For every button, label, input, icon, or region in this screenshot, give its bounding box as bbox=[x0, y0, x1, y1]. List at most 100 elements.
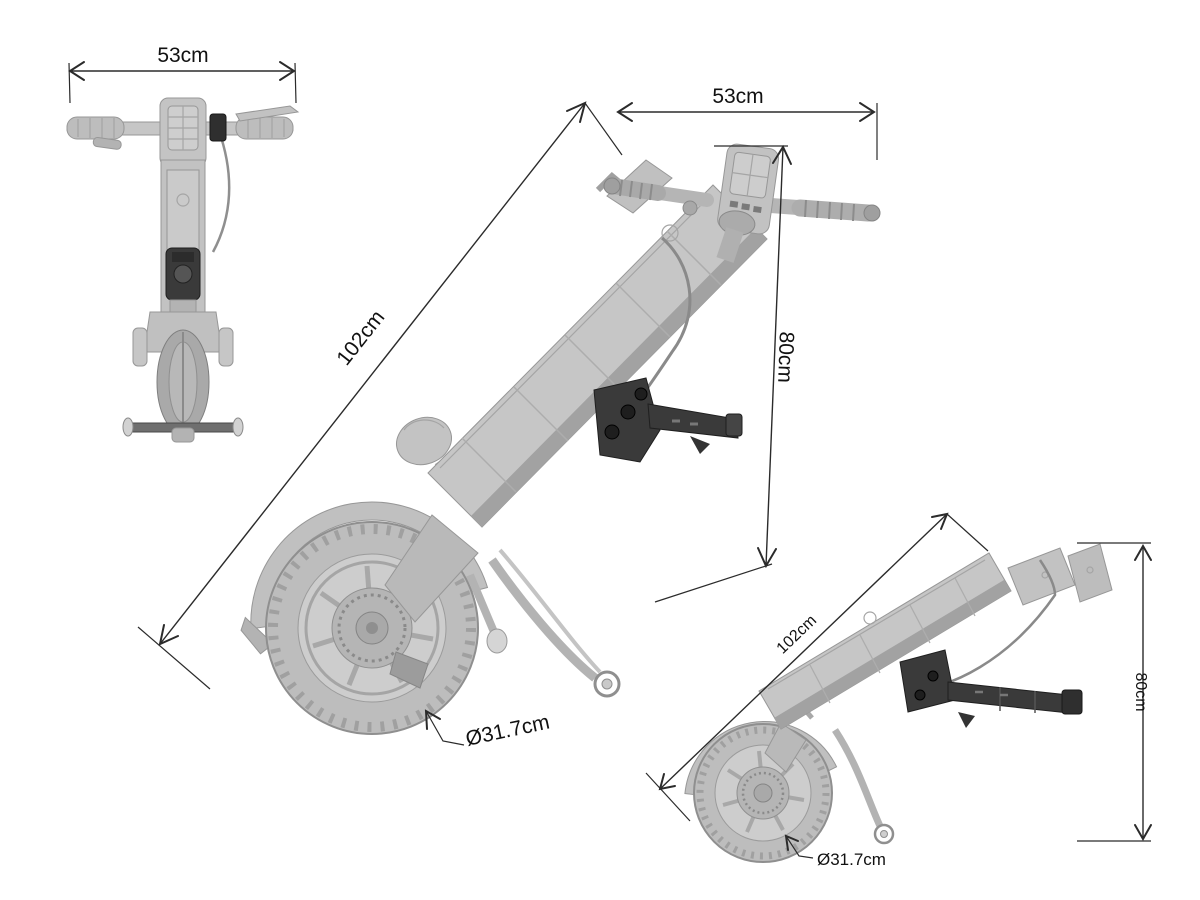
leader-line bbox=[425, 710, 465, 746]
handlebar-assembly bbox=[603, 143, 881, 263]
tire-tread bbox=[268, 524, 476, 732]
witness-line bbox=[584, 102, 623, 156]
arrowhead bbox=[931, 512, 949, 530]
headlight-body bbox=[396, 416, 452, 466]
boom-rungs bbox=[461, 230, 722, 493]
rim-ring bbox=[304, 560, 440, 696]
boom-frame bbox=[427, 184, 768, 528]
tire-tread bbox=[696, 726, 830, 860]
stand-caster-hub bbox=[601, 678, 613, 690]
dim-label-102cm: 102cm bbox=[332, 306, 389, 370]
disc-holes bbox=[337, 593, 407, 663]
arrowhead bbox=[158, 624, 179, 646]
right-caster bbox=[232, 417, 244, 437]
dim-main-handlebar-width: 53cm bbox=[616, 85, 878, 160]
boom-shade-stripe bbox=[774, 580, 1011, 729]
bolt bbox=[604, 424, 620, 440]
fork bbox=[384, 514, 479, 623]
arrowhead bbox=[757, 547, 777, 569]
witness-line bbox=[68, 62, 71, 104]
dim-label-80cm: 80cm bbox=[773, 331, 798, 383]
motor-cap bbox=[172, 252, 194, 262]
dimension-line bbox=[765, 146, 784, 567]
boom-frame bbox=[758, 552, 1012, 730]
arrowhead bbox=[784, 834, 799, 851]
brake-cable bbox=[211, 136, 231, 253]
bracket-plate bbox=[1007, 547, 1076, 606]
hitch-connector bbox=[593, 377, 743, 463]
hitch-notches bbox=[999, 687, 1036, 713]
kickstand bbox=[832, 728, 895, 845]
hitch-end bbox=[1061, 689, 1083, 715]
fender-flap bbox=[240, 616, 275, 655]
witness-line bbox=[946, 513, 989, 552]
stand-leg-left bbox=[466, 573, 498, 634]
boom-emblem bbox=[863, 611, 877, 625]
button bbox=[729, 200, 739, 208]
hitch-arm bbox=[947, 681, 1079, 715]
bolt bbox=[927, 670, 939, 682]
dim-label-80cm: 80cm bbox=[1132, 672, 1149, 711]
main-view-scooter bbox=[240, 143, 881, 735]
dim-label-wheel: Ø31.7cm bbox=[817, 850, 886, 869]
spokes bbox=[722, 750, 805, 833]
bracket-screw bbox=[1086, 566, 1094, 574]
boom-body bbox=[427, 184, 768, 528]
stand-leg-right bbox=[488, 557, 598, 682]
top-view: 53cm bbox=[66, 44, 300, 443]
hitch-hook bbox=[690, 436, 710, 454]
disc-holes bbox=[741, 771, 785, 815]
display-grid bbox=[732, 154, 768, 197]
boom-edge-line bbox=[767, 559, 986, 690]
left-brake-lever bbox=[92, 137, 122, 150]
left-grip bbox=[66, 116, 125, 140]
bolt bbox=[914, 689, 926, 701]
bell bbox=[682, 200, 698, 216]
arrowhead bbox=[658, 773, 676, 791]
main-view: 102cm 53cm 80cm Ø31.7cm bbox=[137, 85, 881, 751]
arrowhead bbox=[1134, 543, 1152, 561]
side-view: 102cm 80cm Ø31.7cm bbox=[645, 512, 1152, 869]
right-grip-ribs bbox=[804, 199, 855, 222]
steer-column bbox=[716, 227, 744, 263]
witness-line bbox=[645, 772, 691, 822]
side-view-scooter bbox=[684, 543, 1113, 863]
dim-label-wheel: Ø31.7cm bbox=[464, 711, 552, 751]
stand-leg bbox=[832, 728, 884, 828]
bolt bbox=[620, 404, 636, 420]
dim-side-wheel-diameter: Ø31.7cm bbox=[784, 834, 886, 869]
arrowhead bbox=[859, 102, 876, 122]
headlight-lens bbox=[403, 419, 445, 431]
hitch-arm-bolts bbox=[672, 419, 698, 426]
arrowhead bbox=[616, 102, 633, 122]
axle bbox=[366, 622, 378, 634]
dim-label-102cm: 102cm bbox=[774, 612, 820, 658]
hitch-connector bbox=[899, 649, 1083, 728]
right-wing bbox=[218, 327, 234, 367]
left-grip-ribs bbox=[619, 179, 653, 201]
witness-line bbox=[294, 62, 297, 104]
arrowhead bbox=[279, 61, 296, 81]
dim-main-height: 80cm bbox=[654, 144, 798, 603]
stand-caster-left bbox=[486, 628, 508, 654]
bolt bbox=[634, 387, 648, 401]
dimension-line bbox=[159, 102, 586, 645]
right-grip bbox=[791, 199, 877, 222]
stand-leg-edge bbox=[498, 548, 602, 674]
motor-hub bbox=[173, 264, 193, 284]
arrowhead bbox=[772, 144, 792, 165]
button bbox=[752, 205, 762, 214]
right-brake-lever bbox=[235, 105, 300, 122]
dim-label-53cm: 53cm bbox=[712, 85, 763, 108]
top-view-scooter bbox=[66, 97, 300, 443]
left-caster bbox=[122, 417, 134, 437]
arrowhead bbox=[424, 709, 441, 730]
hitch-end bbox=[725, 413, 743, 437]
front-wheel bbox=[693, 723, 833, 863]
boom-emblem bbox=[661, 224, 679, 242]
hub bbox=[753, 783, 773, 803]
grip-ribs bbox=[77, 118, 285, 138]
boom-rungs bbox=[809, 577, 976, 704]
right-bar-end bbox=[863, 204, 881, 222]
